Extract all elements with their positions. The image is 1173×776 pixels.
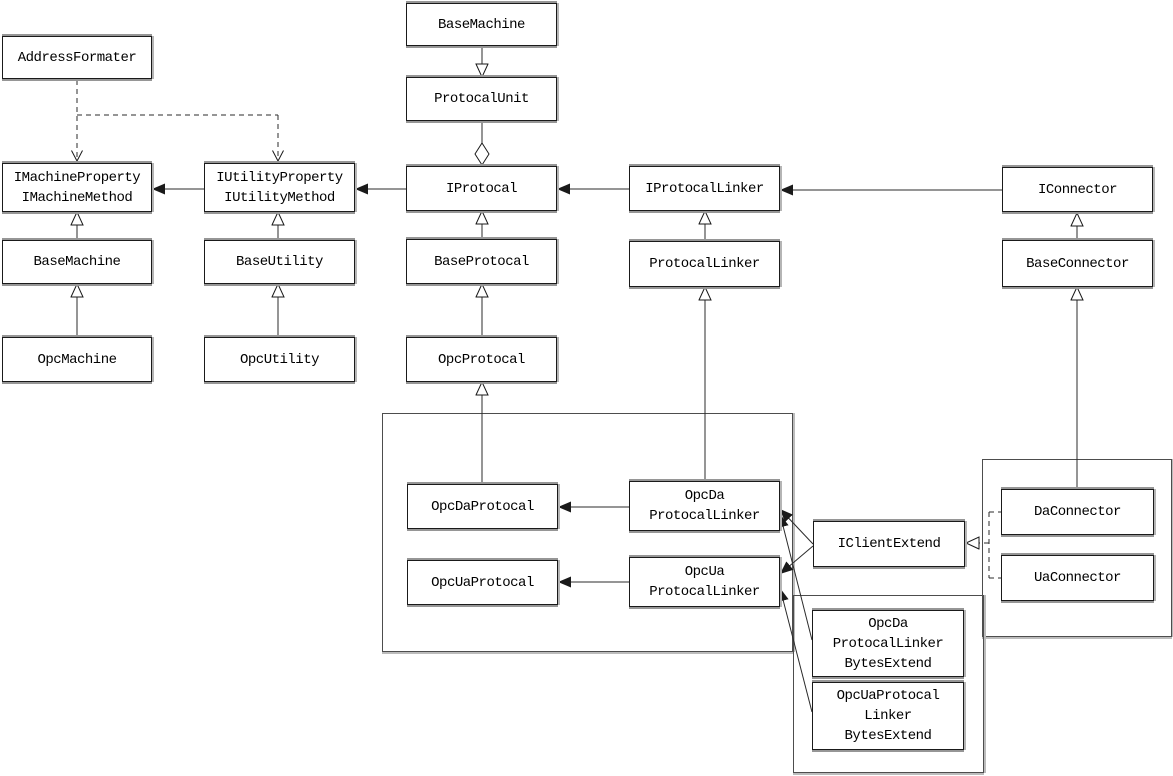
class-label: OpcUaProtocal Linker BytesExtend (836, 688, 940, 744)
class-label: IProtocal (445, 180, 518, 197)
node-base-protocal: BaseProtocal (406, 239, 557, 284)
class-label: OpcMachine (37, 351, 117, 368)
node-opc-machine: OpcMachine (2, 337, 152, 382)
class-label: AddressFormater (17, 49, 137, 66)
class-label: UaConnector (1034, 570, 1121, 586)
class-label: IConnector (1037, 181, 1118, 198)
class-label: OpcDa ProtocalLinker BytesExtend (832, 615, 944, 672)
node-protocal-unit: ProtocalUnit (406, 77, 557, 121)
node-opc-ua-protocal: OpcUaProtocal (407, 560, 558, 605)
edge-opcdabytes-to-opcdalinker (777, 513, 813, 641)
node-opc-utility: OpcUtility (204, 337, 355, 382)
class-label: OpcUaProtocal (431, 574, 534, 591)
class-label: BaseUtility (236, 254, 323, 270)
class-label: IMachineProperty IMachineMethod (13, 169, 141, 206)
class-label: ProtocalLinker (649, 256, 760, 272)
node-base-machine-left: BaseMachine (2, 240, 152, 284)
class-label: OpcProtocal (438, 351, 525, 368)
node-base-machine-top: BaseMachine (406, 3, 557, 46)
group-opc-protocal-linkers (382, 413, 793, 652)
class-label: OpcUtility (239, 351, 320, 368)
node-iclient-extend: IClientExtend (813, 521, 965, 567)
node-iprotocal: IProtocal (406, 166, 557, 211)
node-opc-ua-protocal-linker: OpcUa ProtocalLinker (629, 557, 780, 607)
class-label: IUtilityProperty IUtilityMethod (216, 169, 343, 206)
node-da-connector: DaConnector (1001, 489, 1154, 535)
node-opc-ua-protocal-linker-bytes-extend: OpcUaProtocal Linker BytesExtend (812, 682, 964, 750)
node-iconnector: IConnector (1002, 167, 1153, 212)
group-bytes-extend (793, 595, 984, 773)
node-address-formater: AddressFormater (2, 36, 152, 79)
node-iprotocal-linker: IProtocalLinker (629, 166, 780, 211)
class-label: IClientExtend (837, 536, 941, 552)
edge-iclientextend-to-opcdalinker (779, 508, 814, 545)
node-base-utility: BaseUtility (204, 240, 355, 284)
node-opc-da-protocal-linker: OpcDa ProtocalLinker (629, 481, 780, 531)
node-opc-protocal: OpcProtocal (406, 337, 557, 382)
class-label: IProtocalLinker (645, 180, 764, 197)
node-iutility-property-method: IUtilityProperty IUtilityMethod (204, 163, 355, 212)
node-imachine-property-method: IMachineProperty IMachineMethod (2, 163, 152, 212)
class-label: OpcUa ProtocalLinker (649, 564, 760, 600)
class-label: DaConnector (1034, 504, 1121, 520)
node-protocal-linker: ProtocalLinker (629, 241, 780, 287)
edge-opcuabytes-to-opcualinker (777, 587, 813, 713)
class-label: ProtocalUnit (434, 91, 529, 107)
class-label: BaseProtocal (434, 253, 529, 270)
class-label: BaseConnector (1026, 255, 1129, 272)
class-label: OpcDaProtocal (431, 498, 534, 515)
node-opc-da-protocal-linker-bytes-extend: OpcDa ProtocalLinker BytesExtend (812, 610, 964, 677)
class-label: OpcDa ProtocalLinker (649, 488, 760, 524)
node-base-connector: BaseConnector (1002, 240, 1153, 287)
edge-iclientextend-to-opcualinker (779, 545, 814, 575)
node-ua-connector: UaConnector (1001, 555, 1154, 601)
class-label: BaseMachine (33, 254, 121, 270)
class-label: BaseMachine (438, 16, 525, 33)
node-opc-da-protocal: OpcDaProtocal (407, 484, 558, 529)
